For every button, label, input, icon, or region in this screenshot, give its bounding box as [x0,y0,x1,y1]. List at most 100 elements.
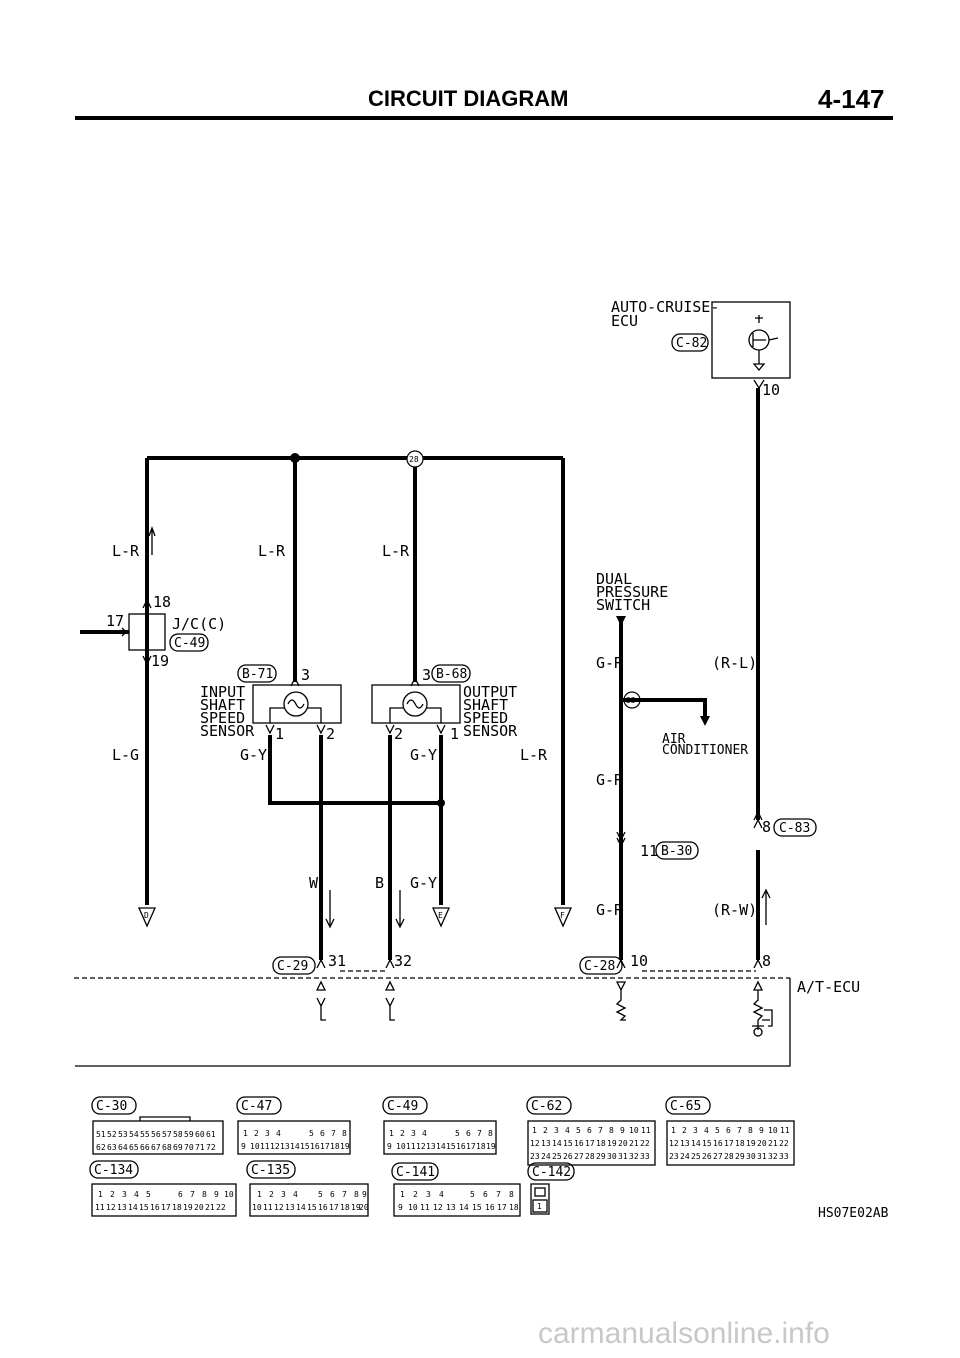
svg-text:19: 19 [183,1203,193,1212]
svg-text:18: 18 [509,1203,519,1212]
svg-text:SPEED: SPEED [463,709,508,727]
svg-text:9: 9 [214,1190,219,1199]
svg-text:33: 33 [779,1152,789,1161]
svg-text:C-30: C-30 [96,1099,127,1114]
svg-text:19: 19 [151,652,169,670]
c47-pins: 1 2 3 4 5 6 7 8 9 10 11 12 13 14 15 16 1… [241,1129,350,1151]
svg-text:13: 13 [426,1142,436,1151]
svg-text:20: 20 [359,1203,369,1212]
wire-rl: (R-L) [712,654,757,672]
svg-text:21: 21 [768,1139,778,1148]
splice-28: 28 [406,450,424,468]
svg-text:62: 62 [96,1143,106,1152]
svg-text:31: 31 [618,1152,628,1161]
wire-lr-4: L-R [520,746,548,764]
svg-text:PRESSURE: PRESSURE [596,583,668,601]
svg-text:21: 21 [629,1139,639,1148]
svg-text:C-141: C-141 [396,1165,435,1180]
svg-text:22: 22 [779,1139,789,1148]
svg-text:C-135: C-135 [251,1163,290,1178]
svg-text:15: 15 [472,1203,482,1212]
c135-pins: 1 2 3 4 5 6 7 8 9 10 11 12 13 14 15 16 1… [252,1190,369,1212]
svg-text:12: 12 [416,1142,426,1151]
svg-text:SENSOR: SENSOR [200,722,255,740]
svg-text:4: 4 [422,1129,427,1138]
wire-gy-3: G-Y [410,874,437,892]
svg-text:8: 8 [609,1126,614,1135]
svg-text:5: 5 [470,1190,475,1199]
svg-text:5: 5 [576,1126,581,1135]
svg-text:29: 29 [596,1152,606,1161]
wire-lr-2: L-R [258,542,286,560]
wire-gr-1: G-R [596,654,624,672]
svg-text:31: 31 [328,952,346,970]
svg-text:3: 3 [265,1129,270,1138]
svg-text:18: 18 [340,1203,350,1212]
svg-text:18: 18 [172,1203,182,1212]
svg-text:68: 68 [162,1143,172,1152]
connector-tag-c82: C-82 [671,333,709,352]
c49-pins: 1 2 3 4 5 6 7 8 9 10 11 12 13 14 15 16 1… [387,1129,496,1151]
offpage-e: E [431,907,451,928]
svg-text:3: 3 [122,1190,127,1199]
svg-text:25: 25 [691,1152,701,1161]
svg-text:17: 17 [161,1203,171,1212]
svg-text:2: 2 [543,1126,548,1135]
svg-text:2: 2 [682,1126,687,1135]
svg-text:3: 3 [301,666,310,684]
svg-text:69: 69 [173,1143,183,1152]
svg-text:3: 3 [426,1190,431,1199]
connector-face-c49: C-49 1 2 3 4 5 6 7 8 9 10 11 12 13 14 15… [382,1096,497,1155]
svg-text:32: 32 [768,1152,778,1161]
svg-text:28: 28 [409,455,419,464]
svg-text:9: 9 [398,1203,403,1212]
svg-text:13: 13 [446,1203,456,1212]
svg-text:11: 11 [263,1203,273,1212]
svg-text:64: 64 [118,1143,128,1152]
svg-text:10: 10 [630,952,648,970]
svg-text:14: 14 [436,1142,446,1151]
connector-c83: 8 C-83 [762,818,817,837]
c134-pins: 1 2 3 4 5 6 7 8 9 10 11 12 13 14 15 16 1… [95,1190,234,1212]
svg-text:1: 1 [400,1190,405,1199]
svg-text:5: 5 [146,1190,151,1199]
svg-text:52: 52 [107,1130,117,1139]
c62-pins: 1 2 3 4 5 6 7 8 9 10 11 12 13 14 15 16 1… [530,1126,651,1161]
svg-text:10: 10 [629,1126,639,1135]
svg-text:15: 15 [307,1203,317,1212]
svg-text:30: 30 [607,1152,617,1161]
c30-pins: 51 52 53 54 55 56 57 58 59 60 61 62 63 6… [96,1130,216,1152]
svg-text:2: 2 [110,1190,115,1199]
svg-text:55: 55 [140,1130,150,1139]
svg-text:16: 16 [318,1203,328,1212]
svg-text:SHAFT: SHAFT [463,696,508,714]
svg-text:71: 71 [195,1143,205,1152]
svg-text:25: 25 [552,1152,562,1161]
wire-gr-3: G-R [596,901,624,919]
svg-text:3: 3 [693,1126,698,1135]
wire-rw: (R-W) [712,901,757,919]
connector-b30: 11 B-30 [616,831,699,860]
svg-text:13: 13 [285,1203,295,1212]
svg-text:29: 29 [735,1152,745,1161]
svg-text:16: 16 [574,1139,584,1148]
svg-text:11: 11 [95,1203,105,1212]
svg-text:15: 15 [300,1142,310,1151]
svg-text:8: 8 [342,1129,347,1138]
svg-text:C-28: C-28 [584,959,615,974]
svg-text:19: 19 [607,1139,617,1148]
svg-text:20: 20 [194,1203,204,1212]
svg-text:4: 4 [704,1126,709,1135]
svg-text:58: 58 [173,1130,183,1139]
svg-text:57: 57 [162,1130,172,1139]
svg-text:B-68: B-68 [436,667,467,682]
svg-text:C-65: C-65 [670,1099,701,1114]
svg-text:7: 7 [342,1190,347,1199]
svg-text:6: 6 [330,1190,335,1199]
svg-text:20: 20 [618,1139,628,1148]
svg-text:1: 1 [275,725,284,743]
svg-text:3: 3 [554,1126,559,1135]
connector-face-c65: C-65 1 2 3 4 5 6 7 8 9 10 11 12 13 14 15… [665,1096,795,1166]
svg-text:27: 27 [574,1152,584,1161]
